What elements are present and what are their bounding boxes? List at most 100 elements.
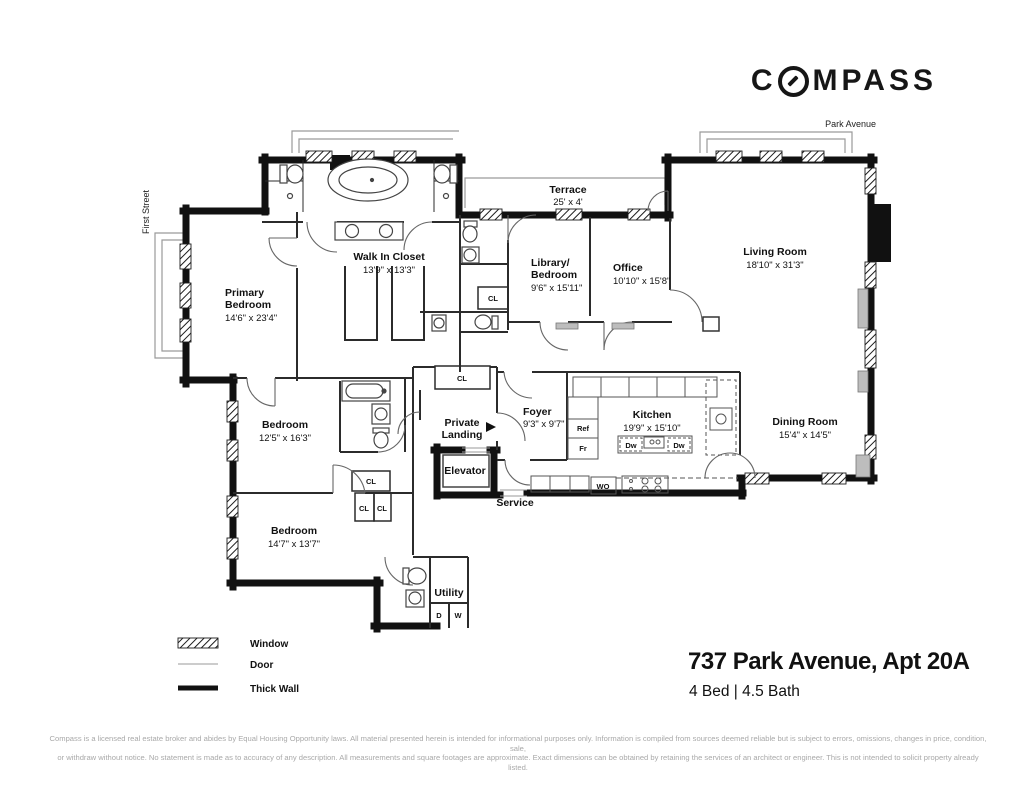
svg-text:18'10" x 31'3": 18'10" x 31'3"	[746, 260, 803, 271]
svg-text:Primary: Primary	[225, 287, 264, 299]
closet-label: CL	[457, 374, 467, 383]
room-label-dining-room: Dining Room 15'4" x 14'5"	[772, 416, 837, 441]
svg-text:Living Room: Living Room	[743, 246, 807, 258]
closet-boxes	[351, 286, 509, 522]
closet-label: CL	[488, 294, 498, 303]
kitchen-side-sink	[709, 407, 733, 431]
wall-masses	[330, 155, 891, 262]
compass-o-icon	[777, 65, 809, 97]
svg-text:14'7" x 13'7": 14'7" x 13'7"	[268, 539, 320, 550]
toilet-icon	[279, 164, 288, 184]
kitchen-island	[617, 435, 693, 454]
room-label-private-landing: Private Landing	[442, 417, 483, 441]
svg-text:Bedroom: Bedroom	[271, 525, 317, 537]
closet-label: CL	[359, 504, 369, 513]
svg-text:12'5" x 16'3": 12'5" x 16'3"	[259, 433, 311, 444]
dishwasher-label: Dw	[625, 441, 636, 450]
svg-text:Foyer: Foyer	[523, 406, 552, 418]
room-label-office: Office 10'10" x 15'8"	[613, 262, 670, 287]
room-label-primary-bedroom: Primary Bedroom 14'6" x 23'4"	[225, 287, 277, 324]
kitchen-side-counter	[705, 379, 737, 456]
svg-text:Office: Office	[613, 262, 643, 274]
svg-text:Bedroom: Bedroom	[262, 419, 308, 431]
listing-address: 737 Park Avenue, Apt 20A	[688, 648, 970, 675]
dishwasher	[619, 437, 643, 452]
pantry-cabinet	[567, 396, 599, 420]
street-label-first-street: First Street	[141, 190, 151, 235]
svg-text:Walk In Closet: Walk In Closet	[353, 251, 425, 263]
svg-text:9'6" x 15'11": 9'6" x 15'11"	[531, 283, 582, 294]
svg-text:Dining Room: Dining Room	[772, 416, 837, 428]
room-label-kitchen: Kitchen 19'9" x 15'10"	[623, 409, 680, 434]
freezer-label: Fr	[579, 444, 587, 453]
room-label-living-room: Living Room 18'10" x 31'3"	[743, 246, 807, 271]
listing-beds-baths: 4 Bed | 4.5 Bath	[689, 683, 800, 700]
svg-text:Bedroom: Bedroom	[225, 299, 271, 311]
room-label-walk-in-closet: Walk In Closet 13'9" x 13'3"	[353, 251, 425, 276]
svg-text:Bedroom: Bedroom	[531, 269, 577, 281]
closet-label: CL	[377, 504, 387, 513]
svg-text:9'3" x 9'7": 9'3" x 9'7"	[523, 419, 565, 430]
dishwasher	[667, 437, 691, 452]
svg-text:19'9" x 15'10": 19'9" x 15'10"	[623, 423, 680, 434]
compass-logo: C MPASS	[751, 64, 937, 98]
disclaimer-line-2: or withdraw without notice. No statement…	[57, 753, 979, 772]
kitchen-fixtures	[530, 376, 738, 495]
listing-title-block: 737 Park Avenue, Apt 20A 4 Bed | 4.5 Bat…	[688, 648, 970, 701]
double-vanity-icon	[334, 221, 404, 241]
legend-window-label: Window	[250, 639, 288, 650]
svg-text:Private: Private	[444, 417, 479, 429]
room-label-bedroom-two: Bedroom 14'7" x 13'7"	[268, 525, 320, 550]
svg-text:13'9" x 13'3": 13'9" x 13'3"	[363, 265, 415, 276]
room-label-utility: Utility	[434, 587, 463, 599]
living-room-column	[702, 316, 720, 332]
bath-fixtures	[279, 158, 499, 608]
door-swings	[246, 190, 756, 586]
room-label-terrace: Terrace 25' x 4'	[549, 184, 586, 208]
wall-oven	[590, 476, 617, 495]
toilet-icon	[449, 164, 458, 184]
windows	[179, 150, 877, 560]
street-label-park-avenue: Park Avenue	[825, 119, 876, 129]
legend-door-label: Door	[250, 660, 273, 671]
room-labels: Primary Bedroom 14'6" x 23'4" Walk In Cl…	[225, 184, 838, 599]
washer-label: W	[454, 611, 462, 620]
closet-label: CL	[366, 477, 376, 486]
service-bench	[530, 475, 590, 493]
room-label-elevator: Elevator	[444, 465, 485, 477]
sink-icon	[371, 403, 391, 425]
legal-disclaimer: Compass is a licensed real estate broker…	[48, 734, 988, 772]
misc-fixtures	[442, 288, 871, 488]
refrigerator-label: Ref	[577, 424, 590, 433]
svg-text:25' x 4': 25' x 4'	[553, 197, 583, 208]
exterior-walls	[179, 153, 878, 633]
legend-thick-wall-label: Thick Wall	[250, 684, 299, 695]
logo-letter-c: C	[750, 64, 777, 97]
kitchen-counter	[572, 376, 718, 398]
svg-text:Kitchen: Kitchen	[633, 409, 672, 421]
logo-letters-rest: MPASS	[812, 64, 937, 97]
svg-text:Landing: Landing	[442, 429, 483, 441]
elevator-cab	[442, 454, 490, 488]
legend-window-swatch	[177, 637, 219, 649]
room-label-bedroom-one: Bedroom 12'5" x 16'3"	[259, 419, 311, 444]
interior-walls	[233, 160, 741, 628]
terrace-parapets	[154, 130, 853, 359]
stove-icon	[621, 475, 669, 494]
bathtub-icon	[341, 380, 391, 402]
disclaimer-line-1: Compass is a licensed real estate broker…	[49, 734, 987, 753]
wall-oven-label: WO	[597, 482, 610, 491]
svg-text:Terrace: Terrace	[549, 184, 586, 196]
svg-text:14'6" x 23'4": 14'6" x 23'4"	[225, 313, 277, 324]
legend: Window Door Thick Wall	[177, 637, 299, 695]
toilet-icon	[491, 315, 499, 330]
dryer-label: D	[436, 611, 442, 620]
dishwasher-label: Dw	[673, 441, 684, 450]
svg-text:15'4" x 14'5": 15'4" x 14'5"	[779, 430, 831, 441]
svg-text:10'10" x 15'8": 10'10" x 15'8"	[613, 276, 670, 287]
freezer	[567, 437, 599, 460]
fixture-labels: CL CL CL CL CL Ref Fr Dw Dw WO D W	[359, 294, 685, 620]
room-label-library-bedroom: Library/ Bedroom 9'6" x 15'11"	[531, 257, 582, 294]
